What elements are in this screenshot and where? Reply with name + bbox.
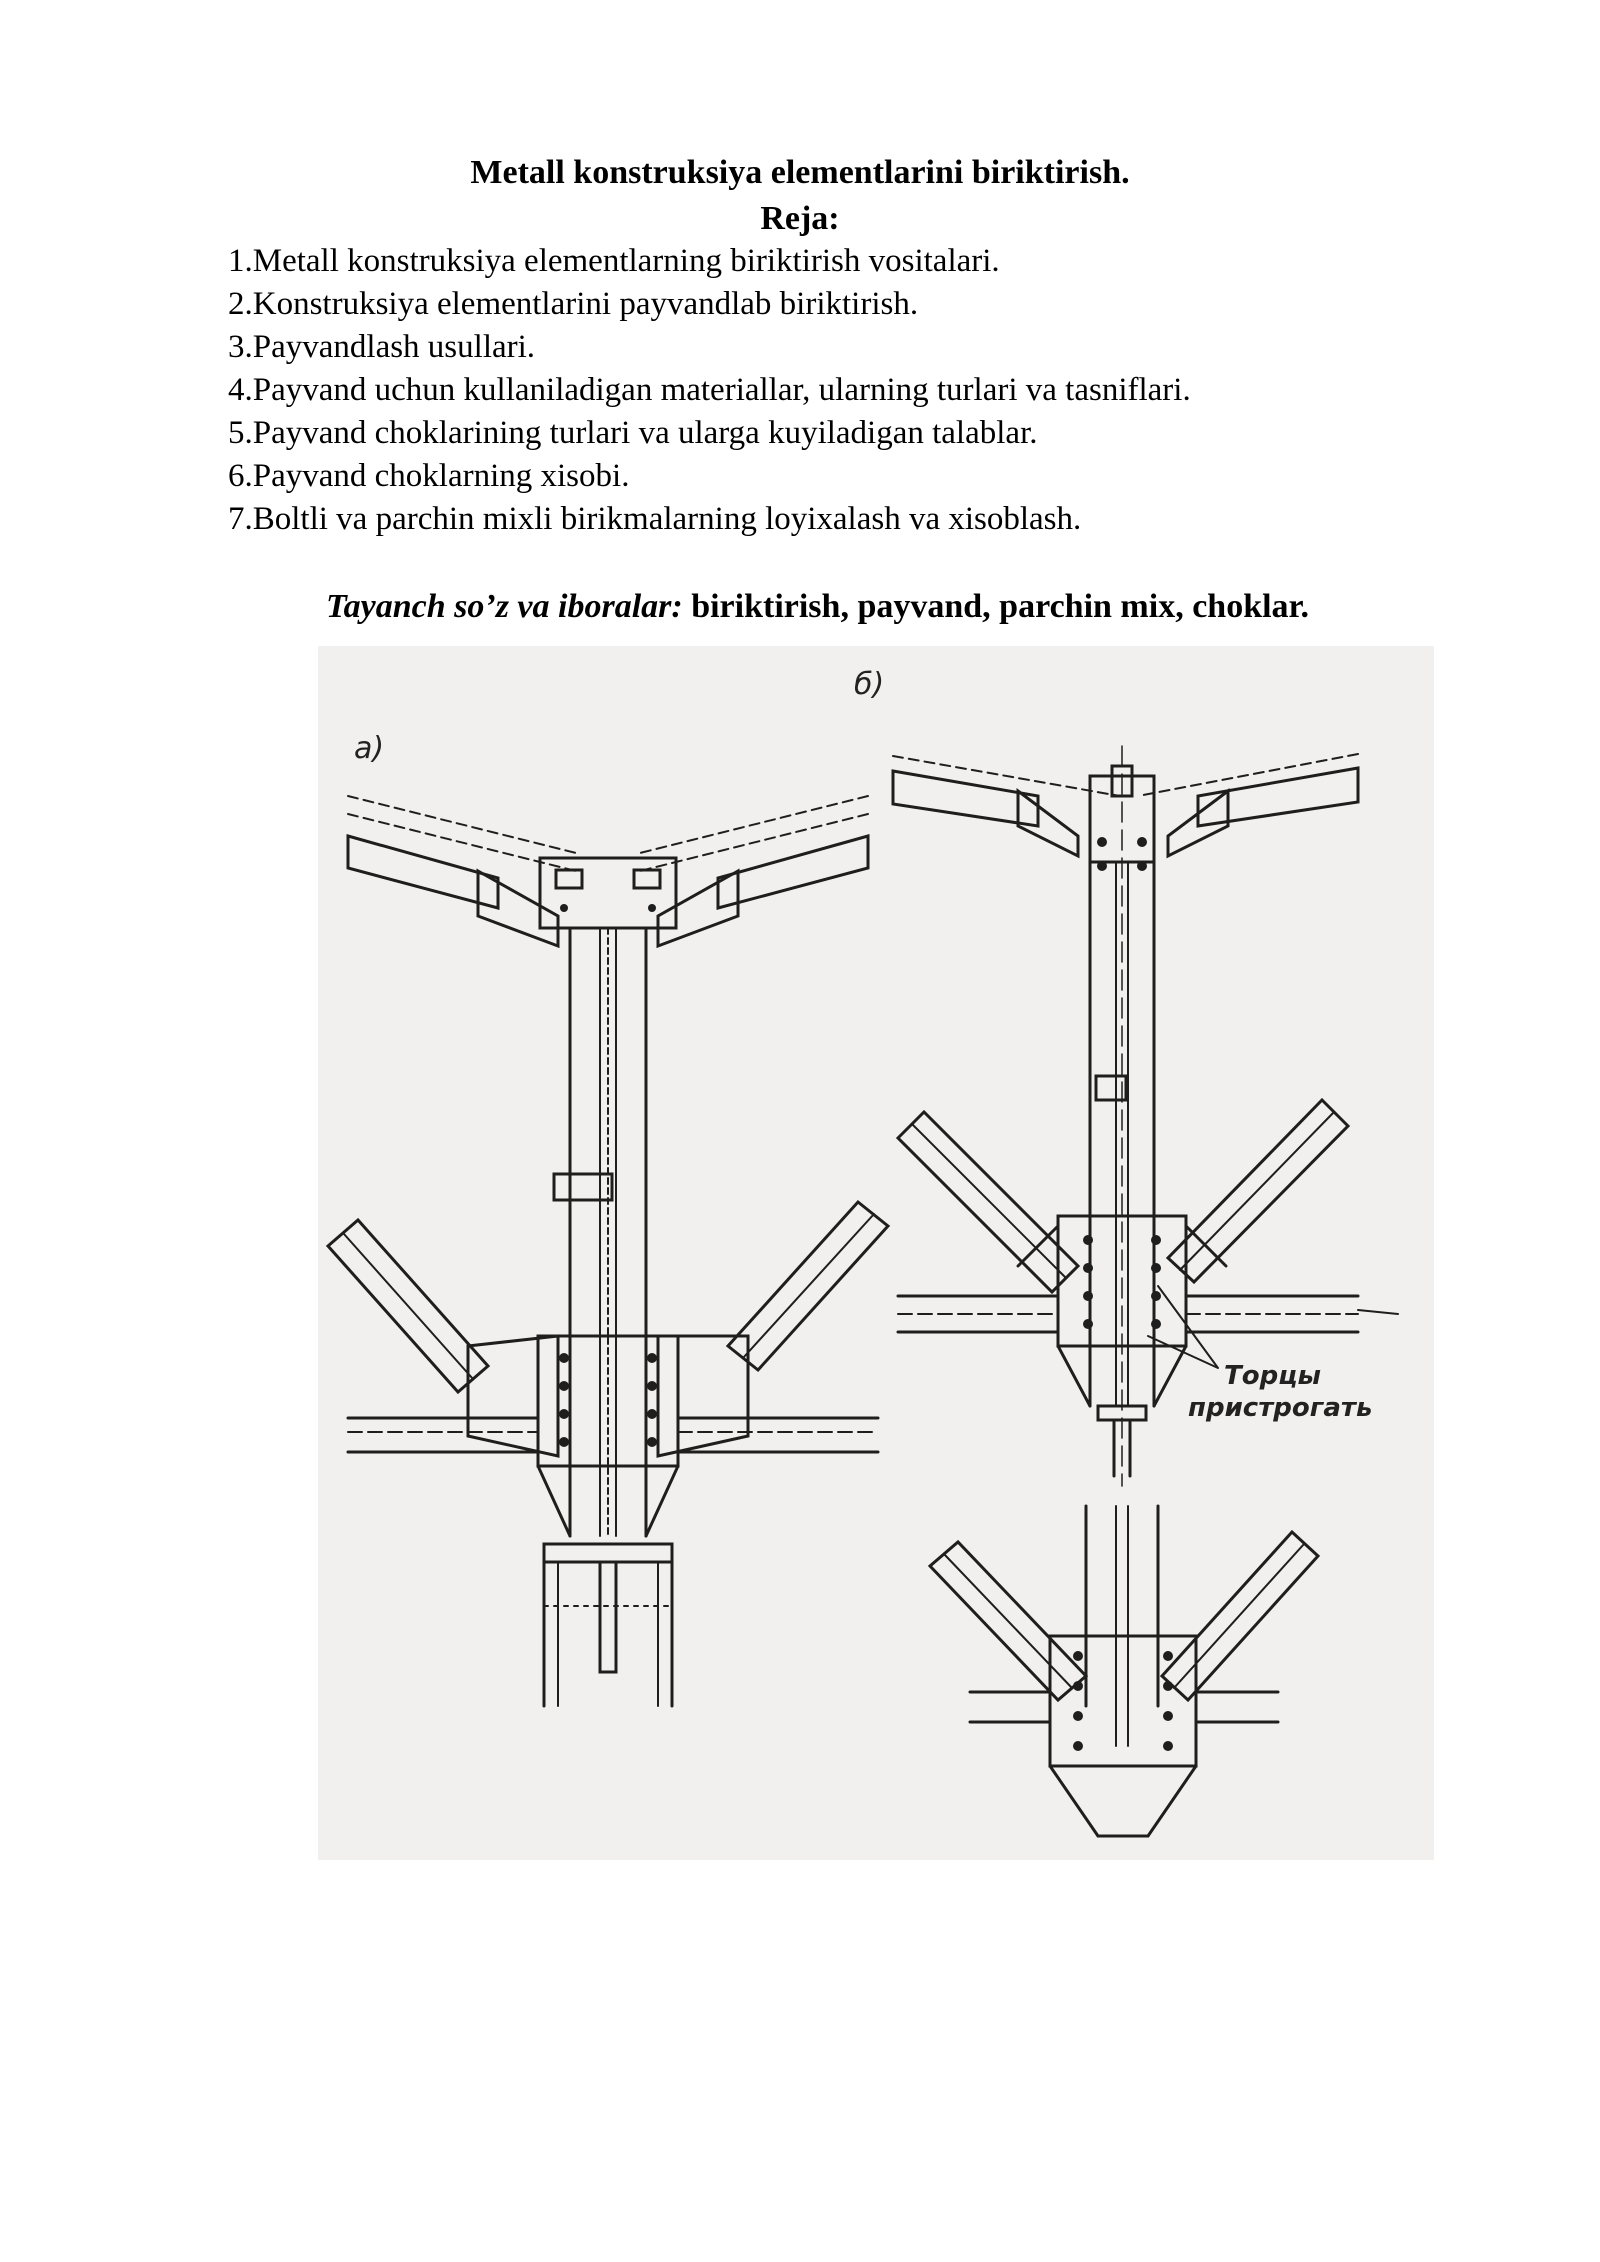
keywords-line: Tayanch so’z va iboralar: biriktirish, p… <box>326 584 1309 630</box>
plan-heading: Reja: <box>760 200 840 237</box>
plan-item-6: 6.Payvand choklarning xisobi. <box>228 458 630 494</box>
figure-label-a: а) <box>354 731 384 766</box>
plan-item-4: 4.Payvand uchun kullaniladigan materiall… <box>228 372 1191 408</box>
plan-list: 1.Metall konstruksiya elementlarning bir… <box>228 240 1191 541</box>
joint-b-bolts <box>1083 1235 1161 1329</box>
joint-b-drawing <box>891 745 1399 1487</box>
truss-joint-svg: а) б) Торцы пристрогать <box>325 667 1399 1838</box>
plan-item-3: 3.Payvandlash usullari. <box>228 329 536 365</box>
joint-b-lower-drawing <box>927 1504 1321 1838</box>
truss-joint-drawing: а) б) Торцы пристрогать <box>318 646 1434 1860</box>
plan-item-2: 2.Konstruksiya elementlarini payvandlab … <box>228 286 919 322</box>
plan-item-1: 1.Metall konstruksiya elementlarning bir… <box>228 243 1000 279</box>
annotation-line-2: пристрогать <box>1188 1393 1372 1423</box>
joint-a-drawing <box>325 795 891 1708</box>
annotation-line-1: Торцы <box>1224 1361 1321 1391</box>
joint-a-bolts <box>559 904 657 1447</box>
figure-label-b: б) <box>854 667 884 702</box>
joint-b-top-bolts <box>1097 837 1147 871</box>
document-title: Metall konstruksiya elementlarini birikt… <box>470 154 1130 191</box>
plan-item-5: 5.Payvand choklarining turlari va ularga… <box>228 415 1038 451</box>
keywords-text: biriktirish, payvand, parchin mix, chokl… <box>691 588 1310 625</box>
plan-item-7: 7.Boltli va parchin mixli birikmalarning… <box>228 501 1082 537</box>
keywords-label: Tayanch so’z va iboralar: <box>326 588 683 625</box>
joint-b-lower-bolts <box>1073 1651 1173 1751</box>
